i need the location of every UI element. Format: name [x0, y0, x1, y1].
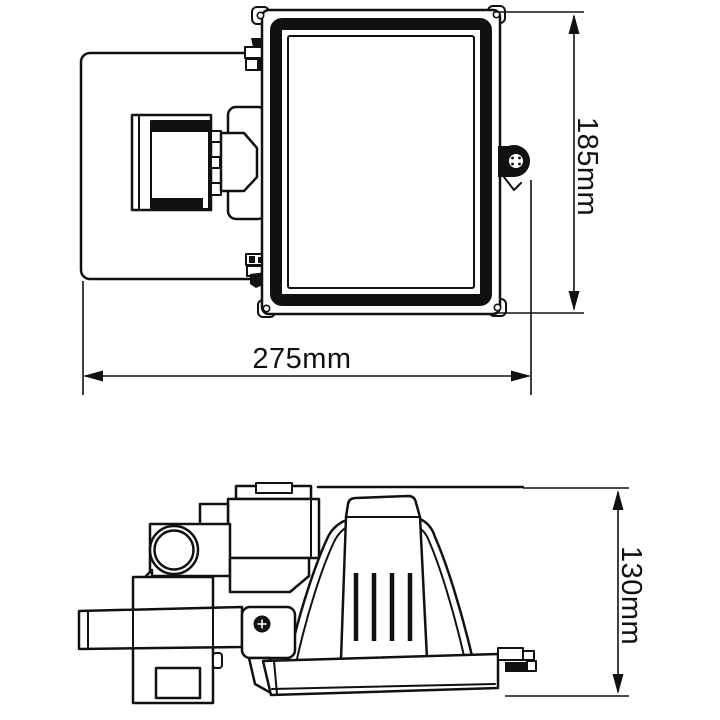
mounting-arm [77, 605, 244, 651]
tray-clip-nub [522, 650, 535, 661]
screw-dot [518, 162, 521, 166]
sensor-top-shadow [152, 122, 208, 132]
tab [210, 130, 222, 143]
sensor-bottom-shadow [152, 198, 203, 208]
knob-bracket [503, 176, 522, 191]
shell-left-outer [287, 519, 346, 661]
pir-sensor-window [130, 113, 213, 212]
box-body [226, 497, 321, 560]
hinge-shadow [249, 256, 255, 263]
screw-dot [511, 162, 514, 166]
depth-label: 130mm [615, 546, 647, 645]
corner-screw [493, 303, 502, 312]
tray-lip [271, 683, 496, 690]
arrow-up [568, 14, 580, 34]
adjustment-knob [498, 145, 530, 191]
lamp-housing [339, 494, 429, 661]
frame-rim [270, 18, 492, 306]
bracket-tab [212, 652, 223, 669]
shell-left-inner [296, 524, 351, 660]
sensor-inner-frame [150, 120, 210, 210]
dimension-depth: 130mm [505, 487, 647, 697]
corner-screw [262, 304, 271, 313]
arrow-down [568, 291, 580, 311]
housing-body [339, 494, 429, 661]
tray-clip-shadow [505, 662, 528, 672]
arrow-left [83, 370, 103, 382]
screw-dot [511, 156, 514, 160]
sensor-lens [219, 131, 259, 193]
tray-end-cap [273, 660, 278, 695]
floodlight-front-view: 185mm 275mm [79, 5, 603, 395]
arrow-up [612, 490, 624, 510]
front-tray [261, 647, 537, 697]
glass-panel [287, 35, 475, 289]
lower-housing [228, 556, 311, 594]
conduit-ring-inner [153, 529, 195, 571]
vent-slats [353, 573, 413, 641]
hinge-shadow [258, 257, 263, 263]
junction-box [226, 482, 321, 560]
corner-screw [256, 11, 265, 20]
bracket-foot-window [154, 666, 202, 700]
width-label: 275mm [252, 343, 351, 375]
box-clip [255, 482, 293, 494]
floodlight-side-view: 130mm [77, 482, 647, 705]
arm-bar [77, 605, 244, 651]
front-frame [251, 5, 507, 318]
height-label: 185mm [571, 117, 603, 216]
arrow-right [511, 370, 531, 382]
tray-clip-nub [526, 660, 537, 672]
tab [210, 156, 221, 169]
knob-screw [509, 154, 523, 168]
arrow-down [612, 674, 624, 694]
screw-dot [518, 156, 521, 160]
tab [210, 182, 222, 196]
pivot-plate [240, 605, 297, 660]
dimension-height: 185mm [494, 11, 603, 314]
tray-clip [497, 647, 524, 661]
dimension-width: 275mm [82, 180, 532, 395]
sensor-tabs [210, 130, 222, 196]
shell-right-outer [418, 517, 474, 658]
